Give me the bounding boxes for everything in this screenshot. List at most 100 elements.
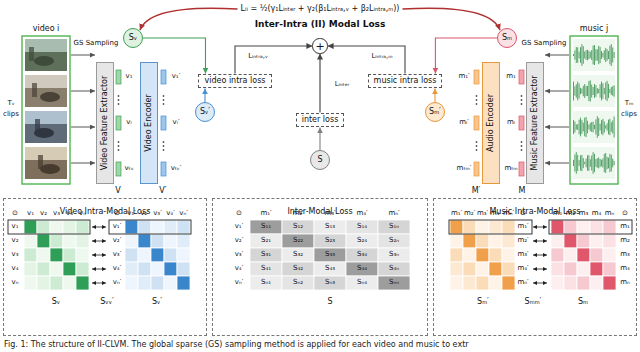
diagram-label: M (519, 187, 526, 196)
matrix-cell (24, 220, 37, 234)
matrix-cell (177, 276, 190, 290)
double-arrow (533, 255, 547, 256)
matrix-cell (450, 248, 463, 262)
matrix-cell-label: Sₙ₂ (293, 279, 303, 287)
loss-formula: Lᵢᵢ = ½(γ₁Lᵢₙₜₑᵣ + γ₂(β₁Lᵢₙₜᵣₐ,ᵥ + β₂Lᵢₙ… (241, 5, 400, 14)
axis-label: v₁ (12, 223, 19, 231)
matrix-cell (603, 234, 616, 248)
node-text: Sᵥ (129, 34, 137, 42)
matrix-cell (76, 262, 89, 276)
matrix-cell (76, 276, 89, 290)
loss-box: music intra loss (368, 74, 443, 89)
matrix-cell (63, 220, 76, 234)
matrix-cell (346, 220, 378, 234)
video-frame-object (35, 119, 40, 133)
matrix-cell-label: S₂ₙ (389, 237, 399, 245)
double-arrow (92, 283, 106, 284)
matrix-cell (164, 220, 177, 234)
matrix-cell-label: S₄₄ (357, 265, 367, 273)
double-arrow (92, 241, 106, 242)
axis-label: ⊙ (12, 210, 18, 218)
matrix-cell-label: S₃₂ (293, 251, 303, 259)
matrix-cell (564, 248, 577, 262)
node-text: + (315, 41, 324, 52)
encoder-box: Video Encoder (140, 62, 158, 184)
matrix-cell (177, 234, 190, 248)
matrix-cell-label: S₃₃ (325, 251, 335, 259)
node-text: Music Feature Extractor (531, 76, 539, 171)
ellipsis-dot (163, 149, 165, 151)
sampling-arrow (545, 91, 569, 92)
axis-label: v₁′ (127, 210, 136, 218)
matrix-cell (138, 262, 151, 276)
matrix-cell (151, 234, 164, 248)
video-frame (25, 111, 67, 143)
matrix-cell (577, 262, 590, 276)
matrix-cell (577, 234, 590, 248)
double-arrow (533, 227, 547, 228)
axis-label: v₂′ (113, 237, 122, 245)
video-frame (25, 75, 67, 107)
ellipsis-dot (476, 99, 478, 101)
axis-label: ⊙ (114, 210, 120, 218)
diagram-label: m₁ (506, 73, 516, 81)
axis-label: mₙ′ (503, 210, 514, 218)
matrix-cell (603, 262, 616, 276)
video-frame-box (22, 36, 70, 184)
diagram-label: Tₘ (625, 100, 634, 108)
matrix-cell-label: S₃ₙ (389, 251, 399, 259)
video-frame-object (34, 56, 54, 66)
matrix-cell (603, 248, 616, 262)
matrix-cell (63, 234, 76, 248)
axis-label: m₄′ (490, 210, 501, 218)
axis-label: v₃′ (235, 251, 244, 259)
matrix-cell (164, 234, 177, 248)
axis-label: m₄ (620, 265, 630, 273)
matrix-cell (476, 262, 489, 276)
axis-label: m₃′ (517, 251, 528, 259)
matrix-cell-label: S₃₄ (357, 251, 367, 259)
matrix-cell (24, 262, 37, 276)
matrix-cell (125, 234, 138, 248)
video-frame-object (32, 83, 37, 97)
diagram-label: V′ (159, 187, 166, 196)
similarity-circle: Sᵥ′ (195, 102, 215, 122)
matrix-cell (314, 220, 346, 234)
matrix-cell (378, 276, 410, 290)
axis-label: ⊙ (236, 210, 242, 218)
axis-label: vₙ′ (235, 279, 244, 287)
matrix-cell (314, 234, 346, 248)
axis-label: m₂ (566, 210, 576, 218)
node-text: Audio Encoder (487, 94, 495, 152)
matrix-cell (489, 262, 502, 276)
matrix-cell-label: S₃₁ (261, 251, 271, 259)
encoder-box: Audio Encoder (482, 62, 500, 184)
axis-label: v₄ (66, 210, 73, 218)
matrix-cell (37, 220, 50, 234)
ellipsis-dot (521, 149, 523, 151)
matrix-cell (76, 248, 89, 262)
ellipsis-dot (118, 103, 120, 105)
waveform (574, 44, 615, 66)
axis-label: v₃ (12, 251, 19, 259)
matrix-cell (282, 262, 314, 276)
ellipsis-dot (118, 95, 120, 97)
connector-arrow (434, 88, 435, 102)
matrix-cell (314, 262, 346, 276)
sum-node: + (312, 38, 327, 53)
node-text: music intra loss (374, 77, 437, 86)
axis-label: m₄′ (356, 210, 367, 218)
row-highlight (449, 220, 532, 234)
feature-vector (474, 70, 479, 84)
ellipsis-dot (163, 103, 165, 105)
feature-vector (474, 162, 479, 176)
axis-label: v₂′ (235, 237, 244, 245)
matrix-cell (502, 248, 515, 262)
ellipsis-dot (163, 95, 165, 97)
ellipsis-dot (476, 95, 478, 97)
ellipsis-dot (118, 141, 120, 143)
music-frame (573, 111, 615, 143)
matrix-cell (603, 220, 616, 234)
matrix-cell (125, 262, 138, 276)
